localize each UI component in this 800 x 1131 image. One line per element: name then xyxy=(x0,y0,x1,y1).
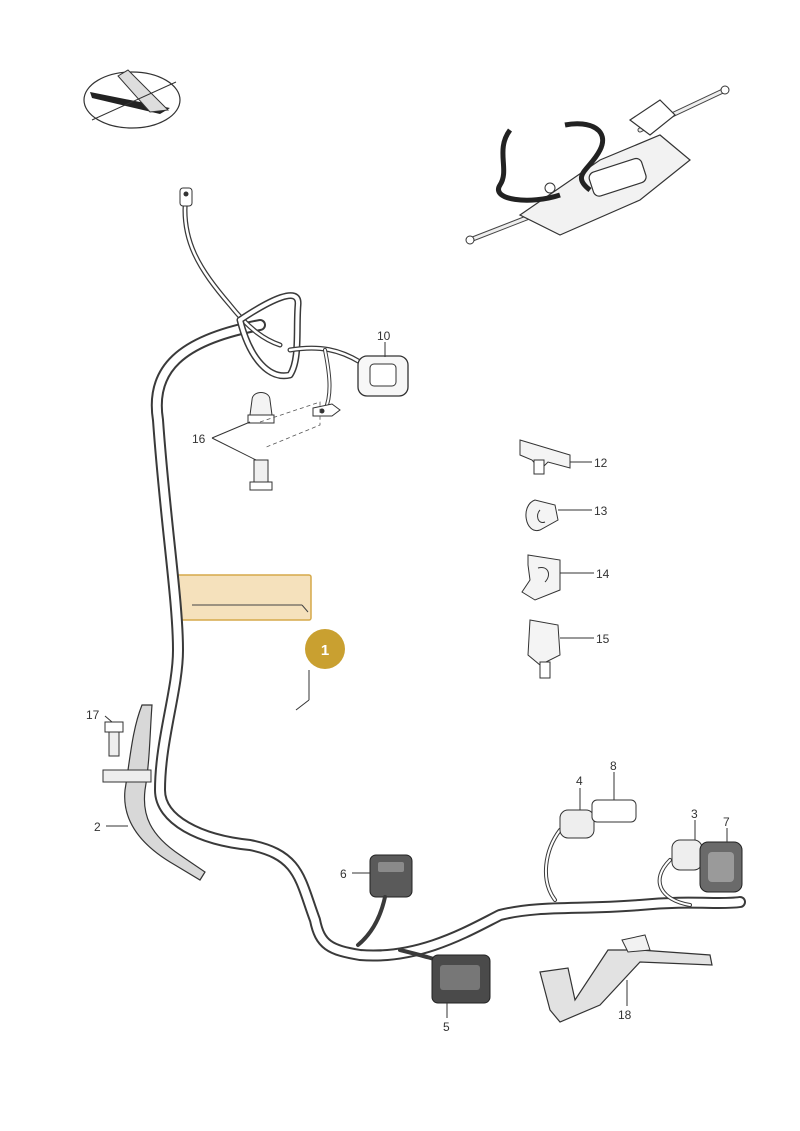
bracket-part-18[interactable] xyxy=(539,934,713,1023)
label-part-15: 15 xyxy=(596,632,610,646)
vehicle-orientation-icon xyxy=(83,69,181,129)
clip-part-12[interactable] xyxy=(519,439,571,475)
connector-part-4-8[interactable] xyxy=(543,799,637,902)
label-part-2: 2 xyxy=(94,820,101,834)
label-part-3: 3 xyxy=(691,807,698,821)
leader-lines xyxy=(104,342,728,1018)
clip-part-15[interactable] xyxy=(527,619,561,679)
label-part-7: 7 xyxy=(723,815,730,829)
label-part-14: 14 xyxy=(596,567,610,581)
connector-part-10[interactable] xyxy=(357,355,409,397)
label-part-8: 8 xyxy=(610,759,617,773)
bracket-part-2[interactable] xyxy=(102,704,206,881)
part-labels: 10 16 12 13 14 17 2 6 4 8 3 5 18 15 7 xyxy=(86,329,730,1034)
nut-bolt-part-16[interactable] xyxy=(247,392,321,491)
label-part-17: 17 xyxy=(86,708,100,722)
ground-eyelet xyxy=(312,403,341,417)
battery-terminal-lug xyxy=(179,187,193,207)
label-part-12: 12 xyxy=(594,456,608,470)
callout-number: 1 xyxy=(321,642,329,659)
label-part-10: 10 xyxy=(377,329,391,343)
label-part-4: 4 xyxy=(576,774,583,788)
clip-part-13[interactable] xyxy=(525,499,559,531)
label-part-5: 5 xyxy=(443,1020,450,1034)
bolt-part-17[interactable] xyxy=(104,721,124,757)
label-part-6: 6 xyxy=(340,867,347,881)
highlight-region-part-1[interactable] xyxy=(175,574,312,621)
steering-rack-assembly-icon xyxy=(465,85,730,245)
clip-part-14[interactable] xyxy=(521,554,561,601)
label-part-16: 16 xyxy=(192,432,206,446)
connector-part-3-7[interactable] xyxy=(657,839,743,907)
connector-part-6[interactable] xyxy=(356,854,413,947)
label-part-18: 18 xyxy=(618,1008,632,1022)
upper-branch-cables xyxy=(182,192,363,412)
main-wiring-harness xyxy=(150,319,746,962)
callout-badge-1[interactable]: 1 xyxy=(305,629,345,669)
connector-part-5[interactable] xyxy=(398,948,491,1004)
label-part-13: 13 xyxy=(594,504,608,518)
